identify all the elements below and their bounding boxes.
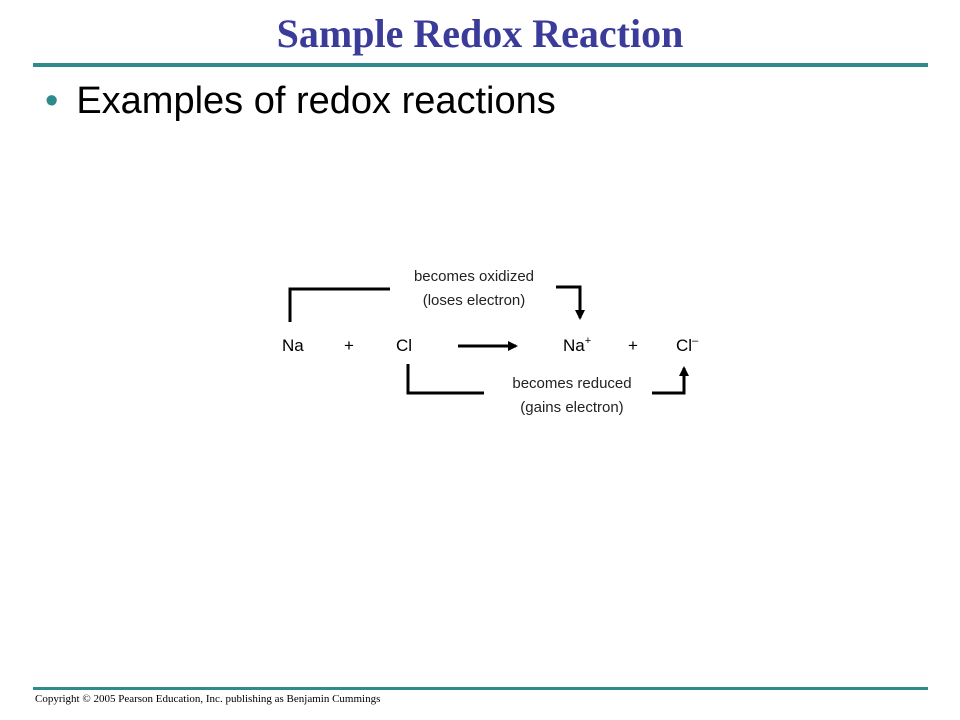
reduction-bracket bbox=[406, 364, 689, 395]
product-cl-charge: – bbox=[692, 335, 699, 347]
product-na-ion: Na+ bbox=[563, 335, 591, 355]
product-cl-symbol: Cl bbox=[676, 336, 692, 355]
bullet-item: • Examples of redox reactions bbox=[45, 80, 556, 123]
plus-sign-2: + bbox=[628, 336, 638, 355]
reactant-cl: Cl bbox=[396, 336, 412, 355]
oxidation-bracket-left bbox=[288, 287, 390, 322]
reduction-arrow-icon bbox=[652, 366, 689, 395]
oxidized-label-line1: becomes oxidized bbox=[414, 268, 534, 285]
reduction-bracket-left bbox=[406, 364, 484, 395]
reduced-label-line2: (gains electron) bbox=[520, 399, 623, 416]
title-divider bbox=[33, 63, 928, 67]
product-cl-ion: Cl– bbox=[676, 335, 699, 355]
footer-divider bbox=[33, 687, 928, 690]
bullet-text: Examples of redox reactions bbox=[76, 80, 556, 122]
slide-title: Sample Redox Reaction bbox=[276, 11, 684, 56]
oxidation-arrow-icon bbox=[556, 285, 585, 320]
product-na-charge: + bbox=[585, 335, 591, 347]
copyright-notice: Copyright © 2005 Pearson Education, Inc.… bbox=[35, 693, 381, 705]
reduced-label-line1: becomes reduced bbox=[512, 375, 631, 392]
reactant-na: Na bbox=[282, 336, 304, 355]
product-na-symbol: Na bbox=[563, 336, 585, 355]
plus-sign-1: + bbox=[344, 336, 354, 355]
oxidized-label-line2: (loses electron) bbox=[423, 292, 526, 309]
oxidation-bracket bbox=[288, 285, 585, 322]
bullet-dot-icon: • bbox=[45, 80, 59, 122]
